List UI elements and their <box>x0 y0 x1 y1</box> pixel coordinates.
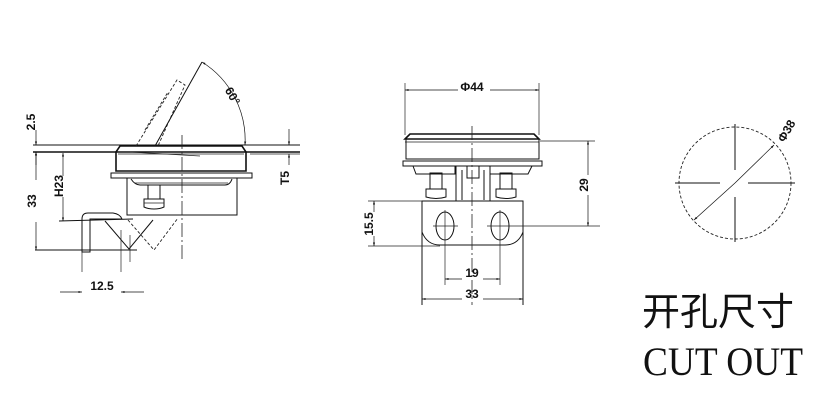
handle-cap <box>115 145 247 172</box>
diameter-label: Φ44 <box>460 80 484 94</box>
flange-thickness-label: 2.5 <box>24 113 38 130</box>
side-view: 60° 2.5 33 H23 T5 12.5 <box>24 61 300 294</box>
cutout-title-en: CUT OUT <box>643 339 803 384</box>
front-cap-body <box>405 138 540 160</box>
height-label: 29 <box>577 178 591 192</box>
hole-spacing-label: 19 <box>465 266 479 280</box>
cutout-diameter-label: Φ38 <box>775 117 799 144</box>
angle-arc <box>201 61 247 146</box>
bracket-height-label: 15.5 <box>362 212 376 236</box>
screw-head <box>143 198 165 210</box>
panel-thickness-label: T5 <box>278 171 292 185</box>
total-height-label: 33 <box>25 194 39 208</box>
front-screw-left <box>425 188 447 199</box>
lock-body <box>126 178 238 216</box>
mounting-bracket <box>421 200 524 246</box>
front-view: Φ44 29 15.5 19 33 <box>362 80 600 305</box>
front-screw-right <box>495 188 517 199</box>
handle-height-label: H23 <box>52 175 66 197</box>
cam-triangle <box>104 219 154 250</box>
bracket-width-label: 33 <box>465 287 479 301</box>
flange <box>110 172 253 179</box>
angle-label: 60° <box>222 85 243 108</box>
hook-width-label: 12.5 <box>90 279 114 293</box>
cam-hook <box>81 212 123 253</box>
cutout-title-cn: 开孔尺寸 <box>642 290 794 334</box>
cutout-view: Φ38 开孔尺寸 CUT OUT <box>642 117 803 384</box>
